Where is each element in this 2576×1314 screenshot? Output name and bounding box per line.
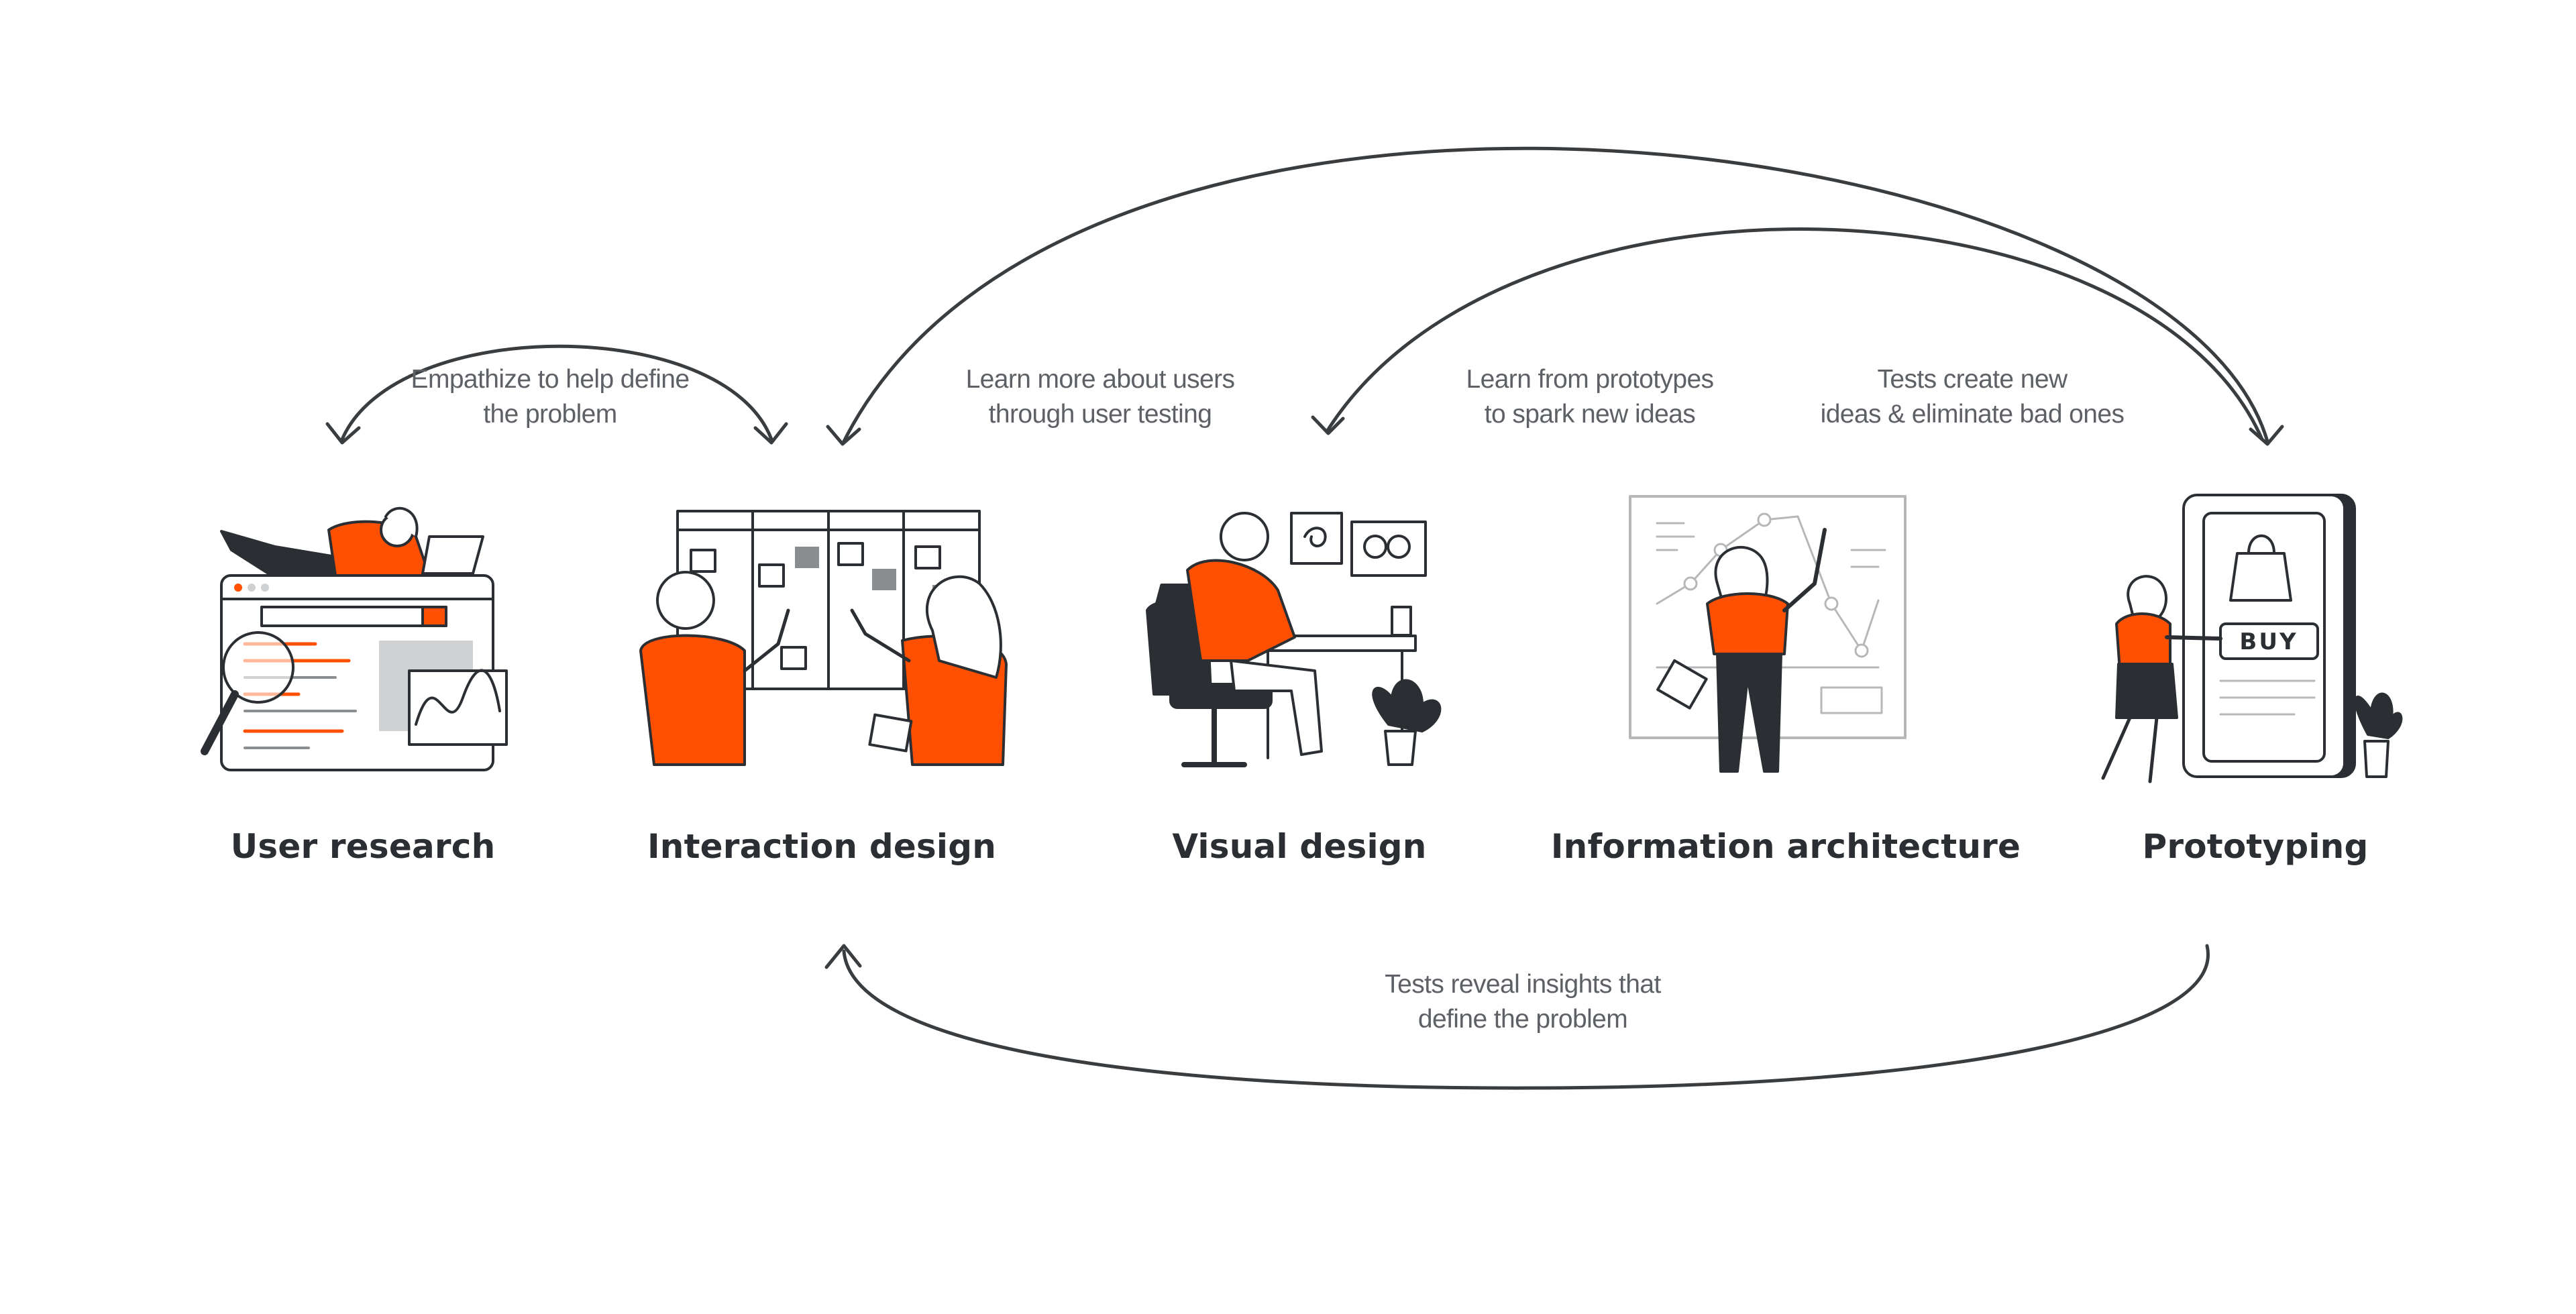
stage-title-interaction-design: Interaction design	[647, 827, 997, 866]
arrow-icon	[325, 422, 361, 445]
arrow-icon	[824, 944, 862, 969]
arrow-tests-reveal	[824, 944, 2210, 1090]
user-research-illustration	[201, 506, 508, 771]
arrow-learn-prototypes	[1311, 227, 2264, 441]
prototyping-illustration: BUY	[2101, 494, 2403, 783]
note-tests-create: Tests create new ideas & eliminate bad o…	[1820, 365, 2125, 429]
buy-button-label: BUY	[2239, 628, 2298, 655]
arrow-icon	[753, 422, 788, 445]
arrow-icon	[2249, 425, 2284, 446]
arrow-empathize	[325, 344, 788, 445]
arrow-icon	[826, 425, 861, 446]
note-learn-prototypes: Learn from prototypes to spark new ideas	[1466, 365, 1715, 429]
note-tests-reveal: Tests reveal insights that define the pr…	[1385, 970, 1661, 1034]
stage-title-prototyping: Prototyping	[2142, 827, 2369, 866]
information-architecture-illustration	[1629, 495, 1907, 773]
visual-design-illustration	[1146, 512, 1442, 767]
stage-title-user-research: User research	[230, 827, 496, 866]
note-learn-users: Learn more about users through user test…	[965, 365, 1235, 429]
arrow-icon	[1311, 415, 1345, 435]
arrow-learn-users	[826, 146, 2284, 446]
stage-title-information-architecture: Information architecture	[1550, 827, 2021, 866]
interaction-design-illustration	[639, 510, 1008, 766]
note-empathize: Empathize to help define the problem	[411, 365, 690, 429]
stage-title-visual-design: Visual design	[1172, 827, 1427, 866]
